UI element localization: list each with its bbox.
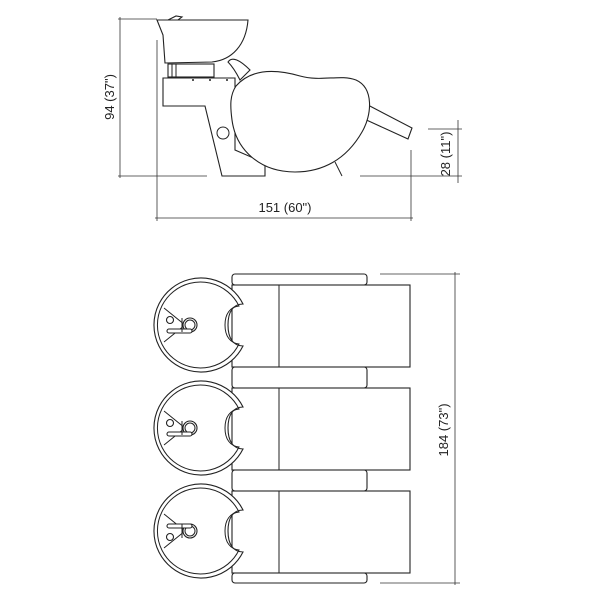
bowl-mechanism [167,63,228,81]
armrest [231,469,368,492]
faucet-bar [166,328,193,334]
backwash-unit [153,483,411,579]
faucet-bar [166,431,193,437]
tap-knob [165,418,175,428]
top-view: 184 (73") [153,272,460,585]
height-label: 94 (37") [102,74,117,120]
armrest [231,572,368,584]
leg-rest-height-label: 28 (11") [438,132,453,177]
neck-rest [227,58,251,81]
backwash-unit [153,277,411,373]
faucet-bar [166,523,193,529]
chair-seat [230,70,371,173]
chair-seat [231,387,411,471]
chair-leg [334,161,343,177]
chair-seat [231,490,411,574]
armrest [231,273,368,286]
backwash-unit [153,380,411,476]
basin-inner [157,384,240,472]
basin-outer [153,483,244,579]
dimension-lines-top [380,272,460,585]
width-label: 184 (73") [436,403,451,456]
tap-knob [165,532,175,542]
basin-outer [153,380,244,476]
tap-knob [165,315,175,325]
length-label: 151 (60") [258,200,311,215]
basin-inner [157,487,240,575]
chair-seat [231,284,411,368]
basin-inner [157,281,240,369]
faucet [167,15,184,21]
basin-outer [153,277,244,373]
side-view: 94 (37") 151 (60") 28 (11") [102,15,462,221]
dimension-lines-side [118,17,462,221]
bowl [156,19,249,64]
armrest [231,366,368,389]
